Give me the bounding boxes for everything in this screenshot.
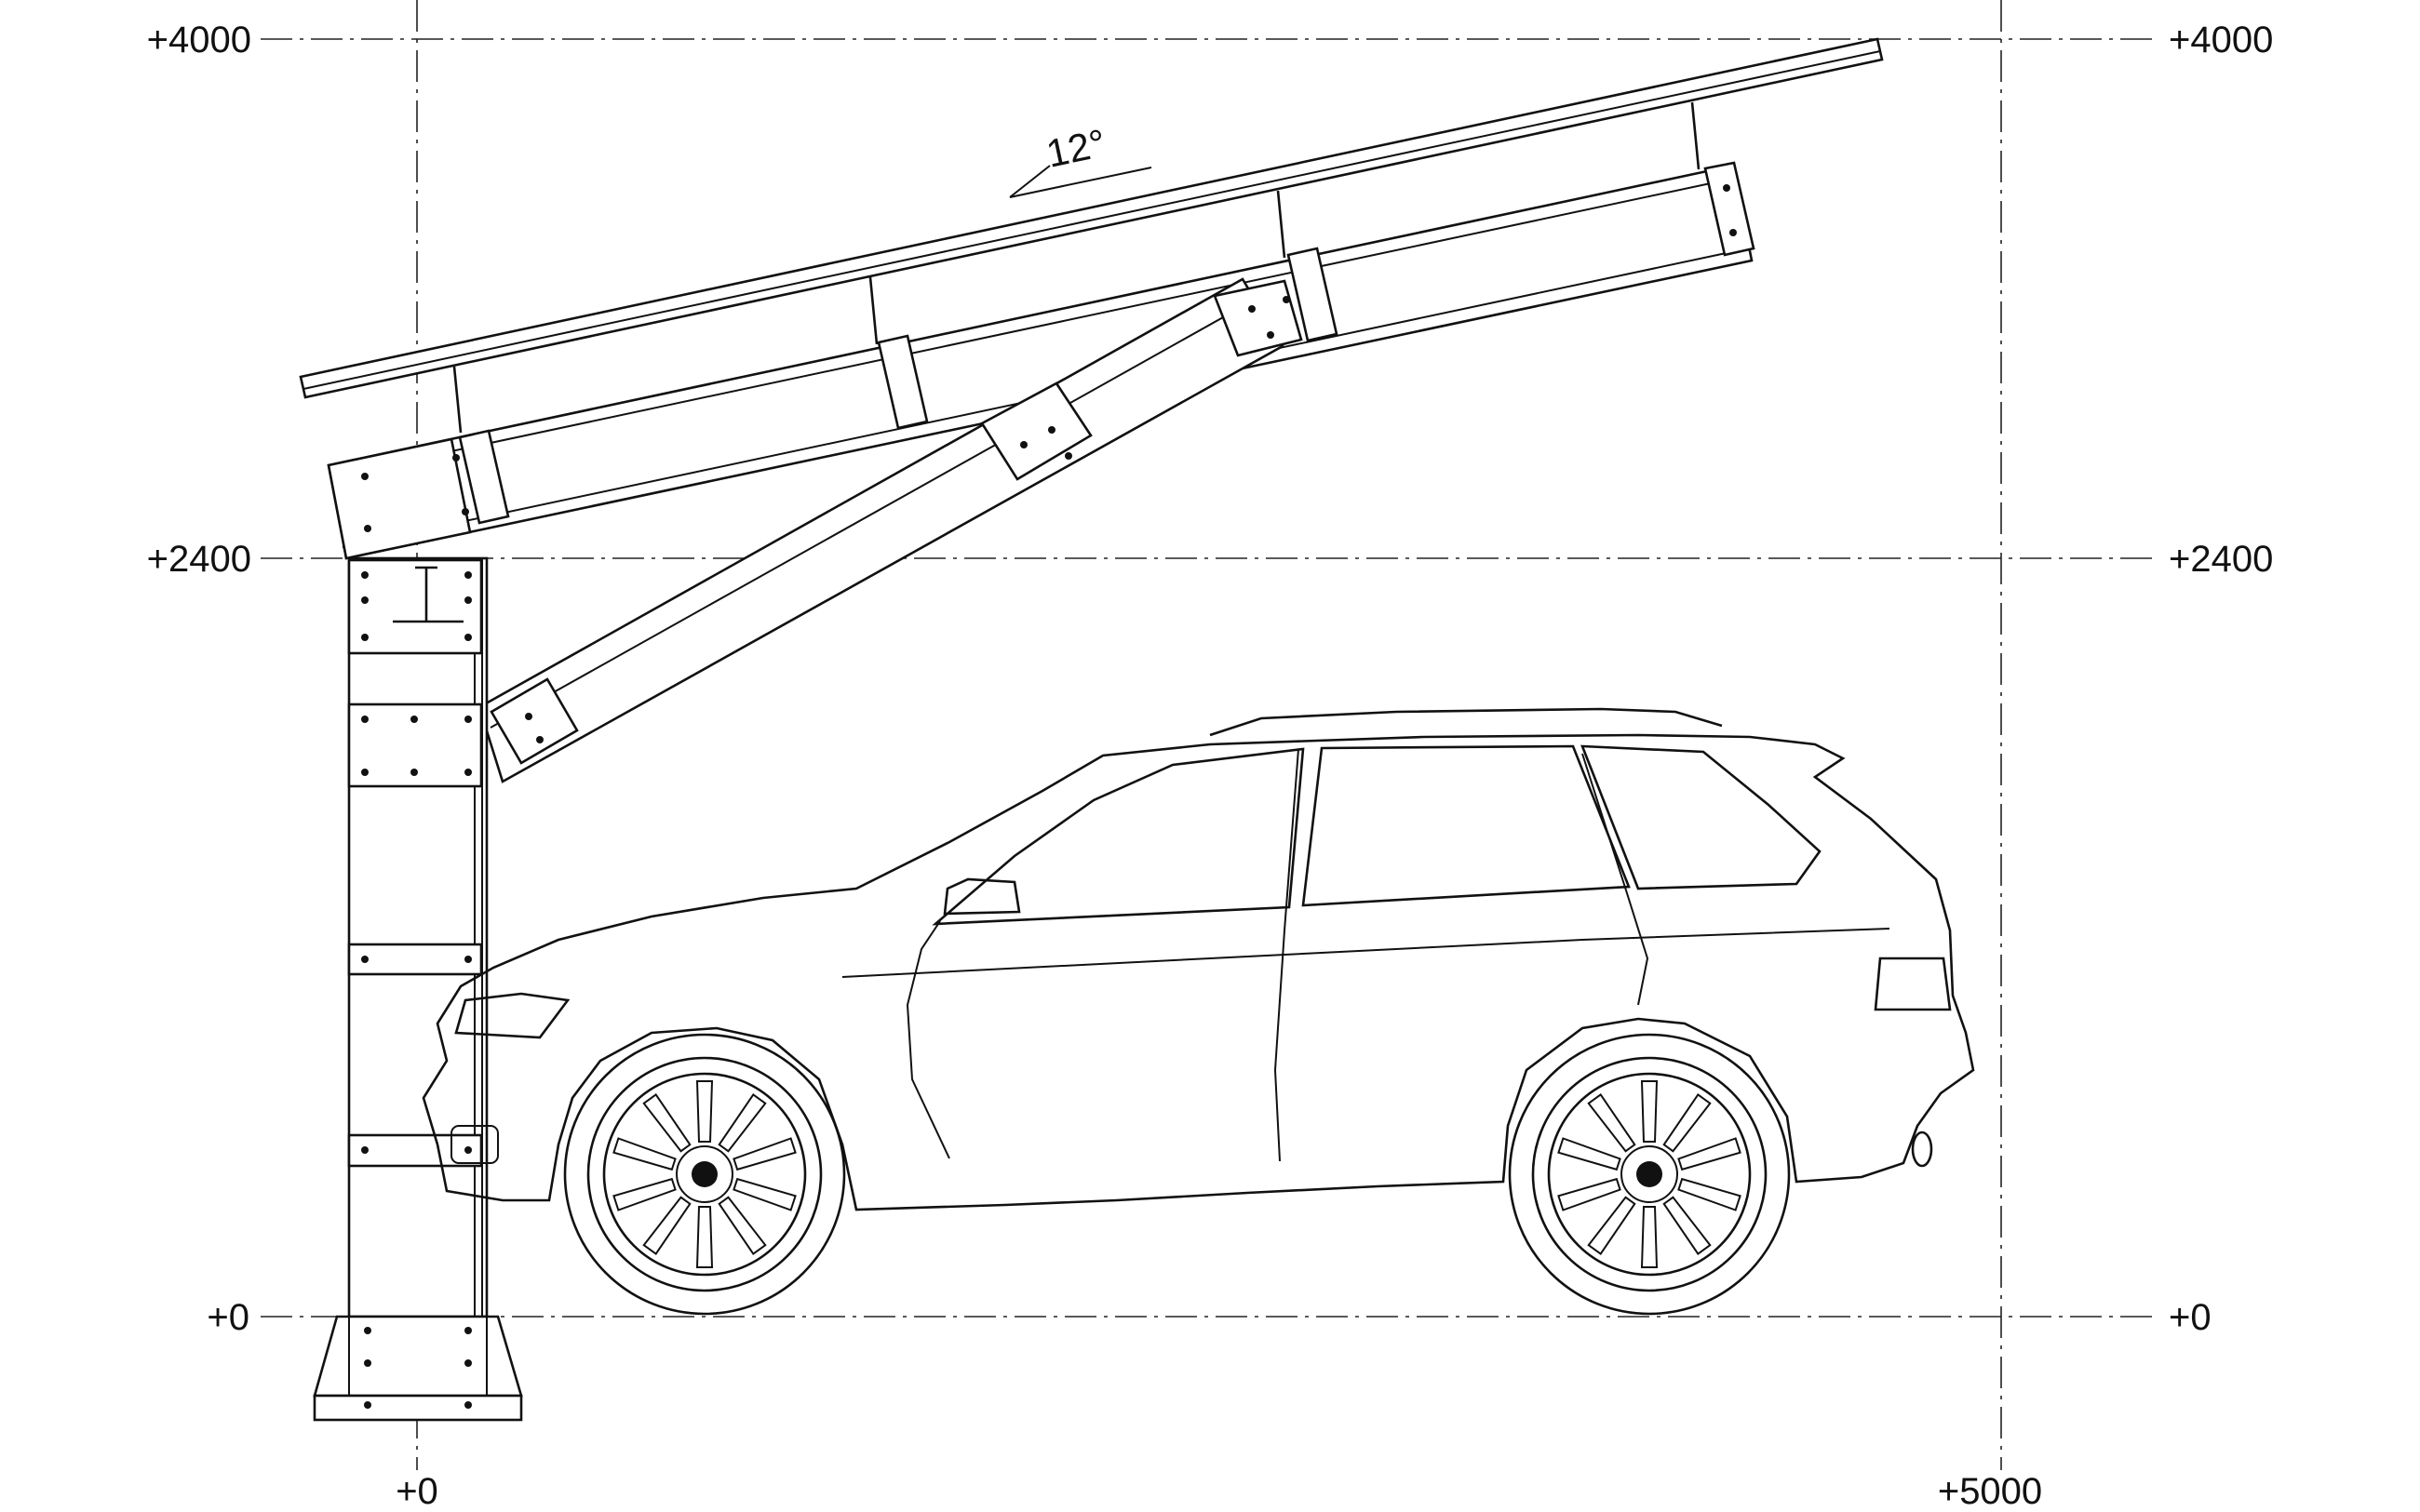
rafter-flange-top [332,177,1738,477]
car-taillight [1874,957,1952,1011]
label-left-4000: +4000 [147,20,251,60]
roof-panel-inner-line [302,50,1881,390]
label-right-4000: +4000 [2169,20,2273,60]
car-door-lines [906,748,1649,1162]
car-exhaust [1911,1131,1933,1168]
car-front-wheel [563,1033,846,1316]
car-rear-wheel [1508,1033,1791,1316]
car-beltline [841,928,1890,978]
angle-leader-line [1009,167,1152,198]
car-mirror [943,877,1021,916]
carport-structure [299,37,1884,1422]
label-left-2400: +2400 [147,539,251,580]
column-bracket-lower [347,1133,483,1168]
car-front-window [932,747,1305,926]
car-back-window [1580,744,1822,890]
column-base-gusset [313,1315,523,1398]
car-rear-window [1301,744,1631,907]
rafter-end-plate [327,437,472,560]
car-outline [422,707,1975,1211]
rear-wheel-hub-badge [1636,1161,1662,1187]
label-left-0: +0 [207,1297,249,1338]
car-body [422,733,1975,1211]
label-right-0: +0 [2169,1297,2212,1338]
label-horizontal-start: +0 [396,1471,438,1512]
column [347,556,489,1318]
roof-angle-label: 12° [1042,121,1109,176]
label-right-2400: +2400 [2169,539,2273,580]
purlin-hangers [452,101,1701,434]
bolt-dots [361,184,1737,1409]
label-horizontal-end: +5000 [1938,1471,2042,1512]
car-headlight [454,992,571,1039]
column-head-plate [347,558,483,655]
roof-panel [299,37,1884,399]
strut-top-gusset [1213,279,1303,357]
roof-angle-annotation: 12° [1009,121,1152,198]
strut-flange-line [490,299,1256,729]
rafter-clamp-plates [458,161,1755,525]
strut-mid-splice [980,381,1093,481]
car-roof-rail [1209,707,1723,737]
i-section-symbol [393,566,464,623]
angle-leader-tick [1009,165,1051,198]
elevation-labels: +4000 +4000 +2400 +2400 +0 +0 +0 +5000 [147,20,2274,1512]
column-base-plate [313,1394,523,1422]
car-front-vent [450,1125,499,1164]
strut-bottom-gusset [490,677,579,765]
column-bracket-middle [347,943,483,976]
front-wheel-hub-badge [692,1161,718,1187]
